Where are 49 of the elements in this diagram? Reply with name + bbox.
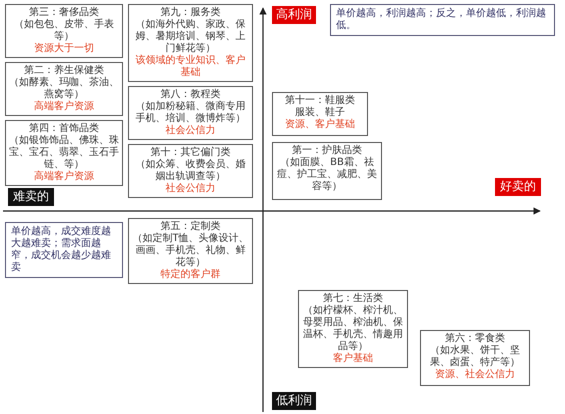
category-title: 第四：首饰品类 [28, 123, 100, 134]
category-examples: （如加粉秘籍、微商专用手机、培训、微博炸等） [134, 101, 246, 124]
requirement-text: 资源大于一切 [33, 43, 95, 55]
note-box: 单价越高，成交难度越大越难卖；需求面越窄，成交机会越少越难卖 [5, 222, 123, 278]
category-examples: （如包包、皮带、手表等） [13, 19, 115, 42]
category-examples: （如面膜、BB霜、祛痘、护工宝、减肥、美容等） [276, 157, 378, 193]
category-box [420, 330, 530, 386]
category-title: 第十一：鞋服类 [284, 95, 356, 106]
category-examples: （如众筹、收费会员、婚姻出轨调查等） [134, 159, 246, 182]
category-title: 第七：生活类 [322, 293, 384, 304]
requirement-text: 高端客户资源 [33, 171, 95, 183]
category-box [272, 92, 368, 136]
category-title: 第八：教程类 [160, 89, 222, 100]
category-title: 第五：定制类 [160, 221, 222, 232]
requirement-text: 社会公信力 [164, 125, 216, 137]
requirement-text: 社会公信力 [164, 183, 216, 195]
category-examples: （如银饰饰品、佛珠、珠宝、宝石、翡翠、玉石手链、等） [9, 135, 119, 170]
category-box [128, 144, 253, 198]
category-box [5, 4, 123, 58]
axis-label: 高利润 [272, 6, 316, 24]
category-box [5, 120, 123, 186]
category-title: 第二：养生保健类 [23, 65, 105, 76]
category-box [128, 4, 253, 82]
axis-label: 难卖的 [8, 188, 54, 206]
category-title: 第六：零食类 [444, 333, 506, 344]
category-examples: 服装、鞋子 [294, 107, 346, 118]
category-box [298, 290, 408, 368]
category-title: 第十：其它偏门类 [150, 147, 232, 158]
category-box [128, 86, 253, 140]
requirement-text: 高端客户资源 [33, 101, 95, 113]
requirement-text: 特定的客户群 [160, 269, 222, 281]
category-title: 第三：奢侈品类 [28, 7, 100, 18]
category-box [5, 62, 123, 116]
category-examples: （如酵素、玛咖、茶油、燕窝等） [9, 77, 119, 100]
category-box [272, 142, 382, 200]
requirement-text: 资源、客户基础 [284, 119, 356, 131]
category-box [128, 218, 253, 284]
axis-label: 低利润 [272, 392, 316, 410]
category-examples: （如海外代购、家政、保姆、暑期培训、钢琴、上门鲜花等） [134, 19, 246, 54]
requirement-text: 客户基础 [332, 353, 374, 365]
requirement-text: 该领域的专业知识、客户基础 [134, 55, 246, 79]
category-title: 第九：服务类 [160, 7, 222, 18]
requirement-text: 资源、社会公信力 [434, 369, 516, 381]
category-examples: （如定制T恤、头像设计、画画、手机壳、礼物、鲜花等） [132, 233, 249, 268]
category-examples: （如水果、饼干、坚果、卤蛋、特产等） [429, 345, 521, 368]
category-examples: （如柠檬杯、榨汁机、母婴用品、榨油机、保温杯、手机壳、情趣用品等） [302, 305, 404, 352]
note-box: 单价越高，利润越高；反之，单价越低，利润越低。 [330, 4, 555, 36]
axis-label: 好卖的 [495, 178, 541, 196]
category-title: 第一：护肤品类 [291, 145, 363, 156]
